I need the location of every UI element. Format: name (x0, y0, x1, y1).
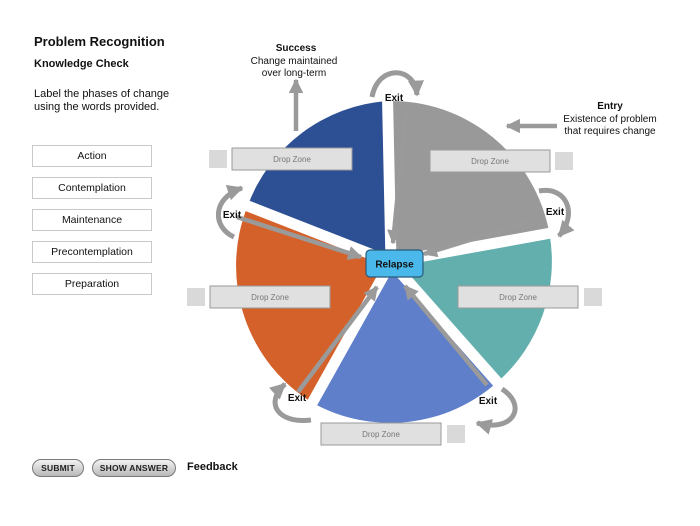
exit-arrow-left (216, 184, 244, 240)
drop-zone-dark-blue[interactable]: Drop Zone (231, 147, 353, 171)
segment-dark-blue (247, 101, 391, 262)
exit-label-right: Exit (546, 207, 565, 218)
drop-zone-label: Drop Zone (251, 293, 289, 302)
instructions: Label the phases of change using the wor… (34, 88, 170, 113)
segment-medium-blue (312, 262, 498, 423)
relapse-arrow-bottom-right (403, 284, 489, 387)
relapse-center: Relapse (365, 249, 424, 278)
drop-zone-indicator (209, 150, 227, 168)
word-option-preparation[interactable]: Preparation (32, 273, 152, 295)
drop-zone-medium-blue[interactable]: Drop Zone (320, 422, 442, 446)
drop-zone-label: Drop Zone (362, 430, 400, 439)
exit-label-bottom-right: Exit (479, 396, 498, 407)
relapse-arrow-right (422, 215, 542, 258)
drop-zone-label: Drop Zone (499, 293, 537, 302)
word-option-action[interactable]: Action (32, 145, 152, 167)
exit-arrows (216, 70, 575, 435)
page-subtitle: Knowledge Check (34, 58, 129, 70)
drop-zone-teal[interactable]: Drop Zone (457, 285, 579, 309)
word-option-precontemplation[interactable]: Precontemplation (32, 241, 152, 263)
exit-arrow-top (369, 70, 424, 98)
entry-line-1: Existence of problem (563, 114, 656, 125)
show-answer-button[interactable]: SHOW ANSWER (92, 459, 176, 477)
drop-zone-label: Drop Zone (471, 157, 509, 166)
submit-button[interactable]: SUBMIT (32, 459, 84, 477)
drop-zone-indicator (447, 425, 465, 443)
word-option-maintenance[interactable]: Maintenance (32, 209, 152, 231)
entry-title: Entry (597, 101, 623, 112)
drop-zone-indicator (584, 288, 602, 306)
relapse-label: Relapse (375, 260, 414, 271)
exit-arrow-bottom-right (475, 386, 518, 435)
exit-arrow-right (538, 187, 575, 238)
relapse-arrow-left (236, 214, 363, 260)
segment-gray (387, 100, 550, 263)
success-title: Success (276, 43, 317, 54)
page-title: Problem Recognition (34, 34, 165, 49)
success-line-2: over long-term (262, 68, 326, 79)
entry-line-2: that requires change (564, 126, 656, 137)
drop-zone-indicator (187, 288, 205, 306)
drop-zone-label: Drop Zone (273, 155, 311, 164)
exit-label-left: Exit (223, 210, 242, 221)
exit-arrow-bottom-left (268, 382, 312, 423)
relapse-arrow-bottom-left (296, 285, 379, 394)
drop-zone-gray[interactable]: Drop Zone (429, 149, 551, 173)
word-option-contemplation[interactable]: Contemplation (32, 177, 152, 199)
exit-label-top: Exit (385, 93, 404, 104)
drop-zone-orange[interactable]: Drop Zone (209, 285, 331, 309)
feedback-label: Feedback (187, 461, 238, 473)
success-line-1: Change maintained (251, 56, 338, 67)
relapse-arrow-top-right (387, 109, 409, 245)
exit-label-bottom-left: Exit (288, 393, 307, 404)
drop-zone-indicator (555, 152, 573, 170)
relapse-arrows (236, 109, 542, 394)
